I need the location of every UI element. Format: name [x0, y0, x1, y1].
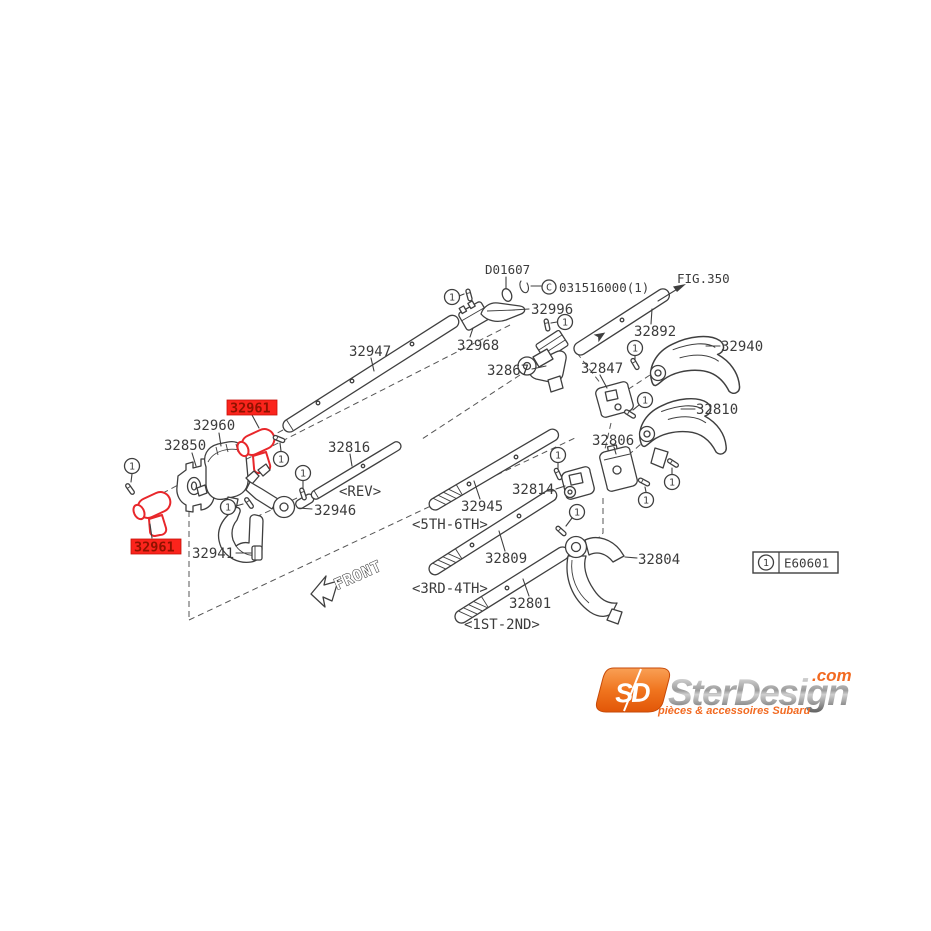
- legend-code: E60601: [784, 556, 829, 571]
- part-label-32804: 32804: [638, 552, 680, 568]
- part-32867-assembly: [517, 329, 569, 393]
- part-label-031516000: 031516000(1): [559, 280, 649, 295]
- logo-tld: .com: [812, 666, 852, 685]
- logo-monogram: SD: [615, 677, 651, 708]
- label-leader-lines: [149, 276, 721, 597]
- callout-1: 1: [449, 293, 455, 304]
- logo-tagline: pièces & accessoires Subaru: [657, 705, 811, 717]
- part-label-32996: 32996: [531, 302, 573, 318]
- part-label-32946: 32946: [314, 503, 356, 519]
- shaft-32809: [428, 488, 558, 576]
- part-32941-fork: [217, 506, 264, 563]
- sterdesign-logo: SD SterDesign .com pièces & accessoires …: [595, 666, 852, 717]
- shaft-tag-rev: <REV>: [339, 484, 381, 500]
- callout-1: 1: [278, 455, 284, 466]
- part-label-32816: 32816: [328, 440, 370, 456]
- part-32961-lower: [132, 491, 172, 537]
- shaft-32892: [573, 284, 686, 356]
- front-direction-marker: FRONT: [310, 556, 385, 608]
- part-32847: [595, 381, 634, 418]
- fig-arrowhead: [673, 284, 686, 292]
- part-label-32945: 32945: [461, 499, 503, 515]
- callout-1: 1: [643, 496, 649, 507]
- logo-slash: [623, 668, 642, 712]
- shaft-32947: [282, 314, 460, 433]
- shaft-tag-1st-2nd: <1ST-2ND>: [464, 617, 540, 633]
- part-label-32850: 32850: [164, 438, 206, 454]
- part-label-32947: 32947: [349, 344, 391, 360]
- fig-reference: FIG.350: [677, 271, 730, 286]
- callout-leader-lines: [130, 293, 673, 527]
- part-32996-lever: [480, 302, 526, 322]
- logo-brand-text: SterDesign: [668, 672, 849, 713]
- part-label-32892: 32892: [634, 324, 676, 340]
- callout-markers: 1 1 1 1 1 1 1 1 1 1 1 1: [123, 288, 681, 521]
- callout-1: 1: [225, 503, 231, 514]
- callout-1: 1: [129, 462, 135, 473]
- part-label-32809: 32809: [485, 551, 527, 567]
- front-label: FRONT: [331, 557, 384, 594]
- legend-callout-number: 1: [763, 558, 769, 569]
- callout-1: 1: [574, 508, 580, 519]
- highlight-label-text: 32961: [134, 540, 175, 556]
- shaft-tag-5th-6th: <5TH-6TH>: [412, 517, 488, 533]
- part-label-32814: 32814: [512, 482, 554, 498]
- highlight-label-32961-upper: 32961: [226, 399, 278, 417]
- part-label-32806: 32806: [592, 433, 634, 449]
- part-label-32801: 32801: [509, 596, 551, 612]
- callout-1: 1: [300, 469, 306, 480]
- part-label-32940: 32940: [721, 339, 763, 355]
- pin-set: [125, 288, 680, 537]
- shaft-32945: [428, 428, 560, 511]
- part-32810-fork: [638, 397, 727, 469]
- legend-box: 1 E60601: [752, 551, 839, 574]
- part-label-32867: 32867: [487, 363, 529, 379]
- part-label-32968: 32968: [457, 338, 499, 354]
- shaft-tag-3rd-4th: <3RD-4TH>: [412, 581, 488, 597]
- callout-1: 1: [669, 478, 675, 489]
- part-label-32847: 32847: [581, 361, 623, 377]
- callout-1: 1: [642, 396, 648, 407]
- callout-1: 1: [555, 451, 561, 462]
- part-labels: 32947 32892 FIG.350 D01607 C 031516000(1…: [164, 262, 763, 633]
- callout-1: 1: [562, 318, 568, 329]
- part-32804-fork: [564, 535, 625, 625]
- part-32940-fork: [649, 335, 741, 395]
- part-32806: [599, 444, 638, 492]
- part-d01607-clip: [501, 280, 530, 302]
- part-label-d01607: D01607: [485, 262, 530, 277]
- part-32946-lever: [245, 463, 296, 519]
- callout-1: 1: [632, 344, 638, 355]
- part-label-32960: 32960: [193, 418, 235, 434]
- highlight-label-text: 32961: [230, 401, 271, 417]
- highlight-label-32961-lower: 32961: [130, 538, 182, 556]
- part-label-32810: 32810: [696, 402, 738, 418]
- front-arrow-icon: [310, 575, 339, 608]
- part-label-32941: 32941: [192, 546, 234, 562]
- c-symbol: C: [546, 283, 552, 294]
- part-32814: [561, 466, 595, 500]
